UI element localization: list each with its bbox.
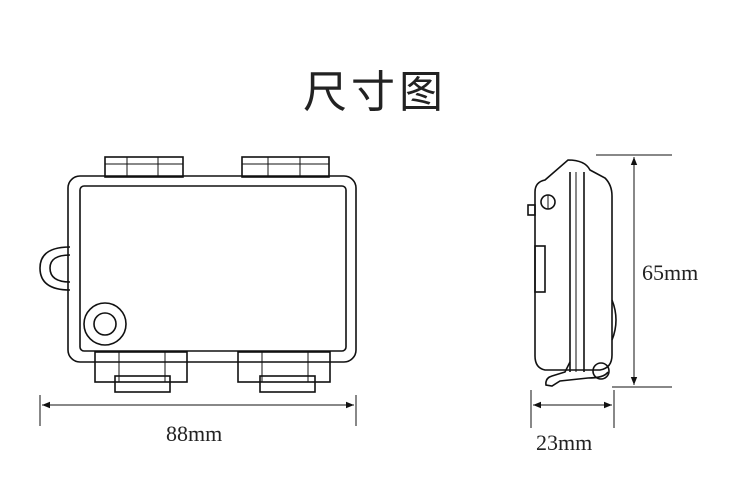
depth-dimension xyxy=(530,390,615,428)
depth-label: 23mm xyxy=(536,430,593,455)
side-latch xyxy=(545,361,609,387)
height-label: 65mm xyxy=(642,260,699,285)
height-dimension xyxy=(596,154,672,388)
width-label: 88mm xyxy=(166,421,223,446)
front-view xyxy=(39,156,357,393)
width-dimension xyxy=(39,395,357,426)
box-lid xyxy=(79,185,347,352)
side-ring xyxy=(39,246,71,291)
latch-right xyxy=(237,351,331,393)
diagram-title: 尺寸图 xyxy=(303,67,447,118)
top-hinge-left xyxy=(104,156,184,178)
box-outer xyxy=(67,175,357,363)
top-hinge-right xyxy=(241,156,330,178)
side-view xyxy=(527,159,617,387)
latch-left xyxy=(94,351,188,393)
side-body xyxy=(534,159,613,371)
cable-gland xyxy=(83,302,127,346)
